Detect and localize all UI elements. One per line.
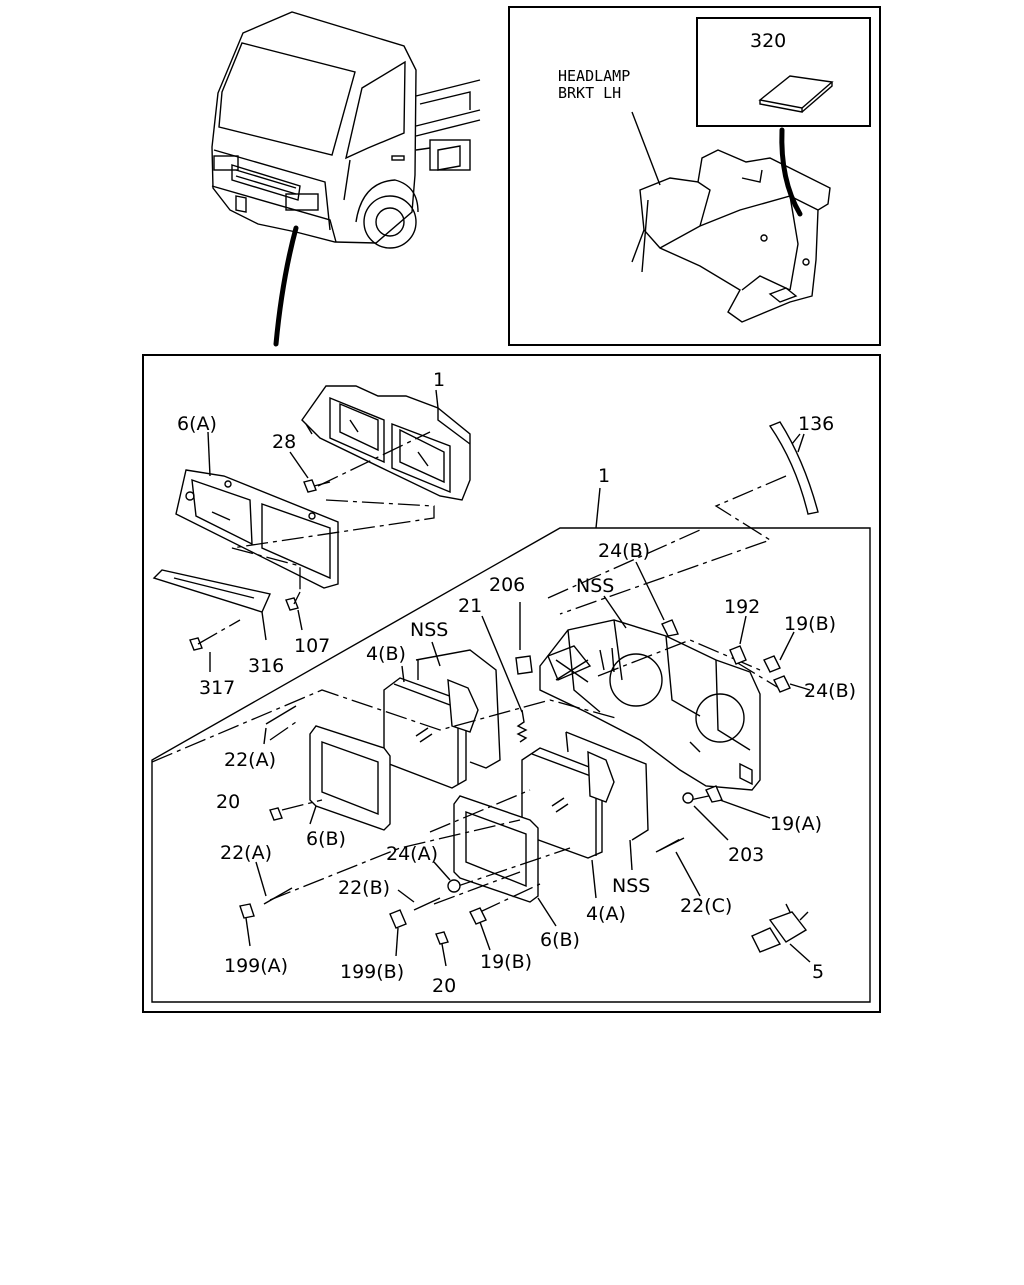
trim-strip-316 [152,569,271,641]
callout-19b-right: 19(B) [784,613,836,635]
headlamp-assembly-1 [301,385,471,501]
screw-22a-bottom [263,887,293,905]
screw-20-top [269,807,283,821]
bezel-6b-right [453,795,539,903]
callout-199a: 199(A) [224,955,288,977]
callout-24b-right: 24(B) [804,680,856,702]
callout-24b-top: 24(B) [598,540,650,562]
callout-4a: 4(A) [586,903,626,925]
callout-24a: 24(A) [386,843,438,865]
callout-4b: 4(B) [366,643,406,665]
screw-20-bottom [435,931,449,945]
grommet-24a [447,879,461,893]
callout-192: 192 [724,596,760,618]
callout-20-top: 20 [216,791,240,813]
callout-6a: 6(A) [177,413,217,435]
callout-199b: 199(B) [340,961,404,983]
screw-22b [413,897,441,911]
callout-317: 317 [199,677,235,699]
grommet-24b-top [661,619,679,637]
label-320: 320 [750,30,786,52]
subassembly-outline [151,527,871,1003]
callout-20-bottom: 20 [432,975,456,997]
sealed-beam-4b [383,649,501,789]
callout-nss-bottom: NSS [612,875,650,897]
callout-1-main: 1 [598,465,610,487]
callout-203: 203 [728,844,764,866]
callout-nss-top: NSS [576,575,614,597]
headlamp-housing [539,619,761,791]
moulding-136 [768,421,819,515]
callout-136: 136 [798,413,834,435]
main-exploded-view [142,354,881,1013]
callout-6b-bottom: 6(B) [540,929,580,951]
bezel-6b-left [309,725,391,831]
callout-107: 107 [294,635,330,657]
callout-1-top: 1 [433,369,445,391]
nut-19a [705,785,723,803]
callout-22b: 22(B) [338,877,390,899]
inset-frame [508,6,881,346]
grommet-24b-right [773,675,791,693]
callout-6b-left: 6(B) [306,828,346,850]
callout-nss-left: NSS [410,619,448,641]
nut-199a [239,903,255,919]
truck-illustration [211,11,481,347]
label-brkt-lh: BRKT LH [558,84,621,102]
part-320-box [696,17,871,127]
screw-22c [655,837,685,853]
sealed-beam-4a [521,731,649,859]
screw-317 [189,637,203,651]
bulb-5 [751,903,809,953]
screw-203 [682,792,694,804]
bezel-6a [175,469,339,589]
label-headlamp: HEADLAMP [558,67,630,85]
pad-320 [758,75,834,109]
callout-21: 21 [458,595,482,617]
callout-19a: 19(A) [770,813,822,835]
connector-206 [515,602,533,675]
callout-labels: 1 6(A) 28 136 1 24(B) 206 NSS 21 192 19(… [177,369,856,997]
callout-28: 28 [272,431,296,453]
nut-19b-right [763,655,781,673]
inset-bracket-detail: 320 HEADLAMP BRKT LH [508,6,881,346]
callout-206: 206 [489,574,525,596]
callout-5: 5 [812,961,824,983]
clip-192 [729,645,747,665]
callout-22a-bottom: 22(A) [220,842,272,864]
nut-199b [389,909,407,929]
callout-19b-bottom: 19(B) [480,951,532,973]
nut-19b-bottom [469,907,487,925]
screw-22a-top [265,705,297,725]
callout-22c: 22(C) [680,895,732,917]
main-frame [142,354,881,1013]
callout-316: 316 [248,655,284,677]
spring-21 [516,709,528,743]
callout-22a-top: 22(A) [224,749,276,771]
